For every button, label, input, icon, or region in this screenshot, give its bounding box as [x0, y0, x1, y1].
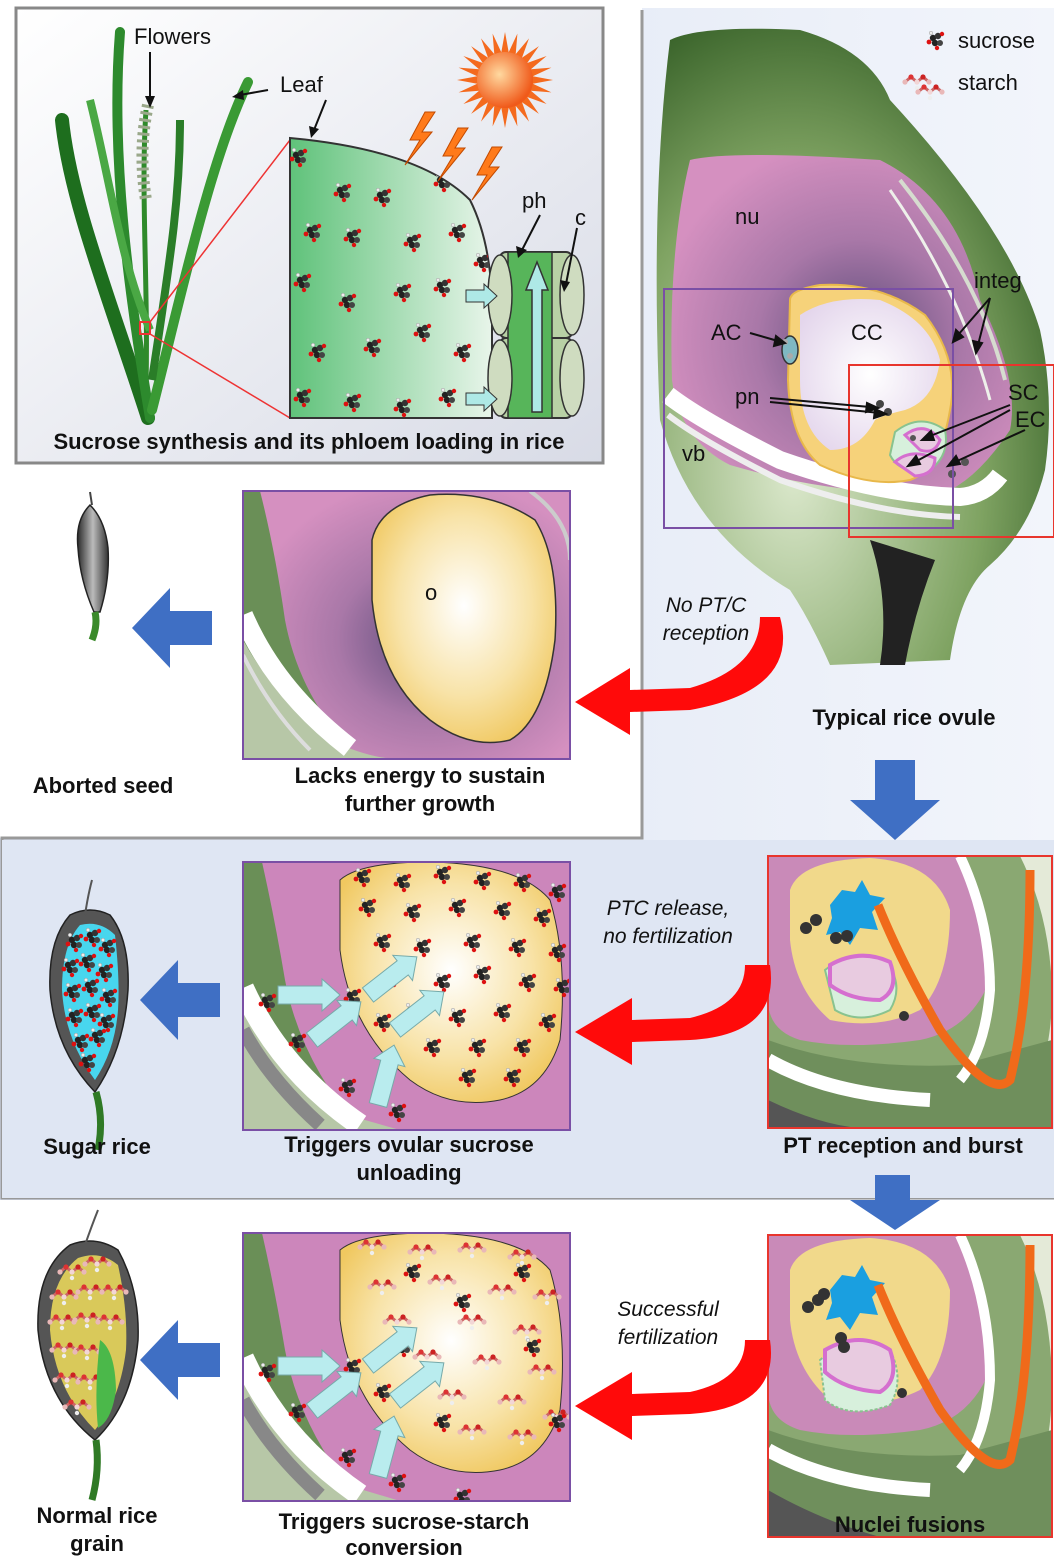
- nuclei-fusion-closeup: [768, 1235, 1052, 1537]
- fertilization-text-1: Successful: [617, 1296, 719, 1324]
- no-reception-text-2: reception: [663, 620, 749, 648]
- pt-reception-closeup: [768, 856, 1052, 1128]
- ovule-closeup-starch-conversion: [243, 1233, 572, 1507]
- synergid-cells-label: SC: [1008, 380, 1039, 406]
- normal-rice-grain-illustration: [38, 1210, 138, 1500]
- normal-grain-caption-2: grain: [70, 1530, 124, 1558]
- no-reception-text-1: No PT/C: [666, 592, 747, 620]
- leaf-label: Leaf: [280, 72, 323, 98]
- normal-middle-caption-2: conversion: [345, 1534, 462, 1562]
- fertilization-text-2: fertilization: [618, 1324, 718, 1352]
- central-cell-label: CC: [851, 320, 883, 346]
- sun-icon: [457, 32, 553, 128]
- ovule-closeup-no-reception: [243, 491, 570, 759]
- antipodal-cells-label: AC: [711, 320, 742, 346]
- sugar-middle-caption-2: unloading: [356, 1159, 461, 1187]
- sugar-middle-caption-1: Triggers ovular sucrose: [284, 1131, 533, 1159]
- ptc-release-text-1: PTC release,: [607, 895, 730, 923]
- pt-reception-caption: PT reception and burst: [783, 1132, 1023, 1160]
- normal-middle-caption-1: Triggers sucrose-starch: [279, 1508, 530, 1536]
- nucellus-label: nu: [735, 204, 759, 230]
- aborted-middle-caption-2: further growth: [345, 790, 495, 818]
- polar-nuclei-label: pn: [735, 384, 759, 410]
- companion-cell-label: c: [575, 205, 586, 231]
- phloem-label: ph: [522, 188, 546, 214]
- ovule-center-label: o: [425, 580, 437, 606]
- legend-sucrose-label: sucrose: [958, 28, 1035, 54]
- aborted-middle-caption-1: Lacks energy to sustain: [295, 762, 546, 790]
- integument-label: integ: [974, 268, 1022, 294]
- normal-grain-caption-1: Normal rice: [36, 1502, 157, 1530]
- blue-arrow-normal: [140, 1320, 220, 1400]
- leaf-panel-caption: Sucrose synthesis and its phloem loading…: [53, 428, 564, 456]
- red-arrow-normal: [575, 1340, 771, 1440]
- sugar-rice-caption: Sugar rice: [43, 1133, 151, 1161]
- legend-starch-label: starch: [958, 70, 1018, 96]
- aborted-seed-caption: Aborted seed: [33, 772, 174, 800]
- nuclei-fusion-caption: Nuclei fusions: [835, 1511, 985, 1539]
- egg-cell-label: EC: [1015, 407, 1046, 433]
- ptc-release-text-2: no fertilization: [603, 923, 733, 951]
- flowers-label: Flowers: [134, 24, 211, 50]
- vascular-bundle-label: vb: [682, 441, 705, 467]
- typical-ovule-caption: Typical rice ovule: [812, 704, 995, 732]
- ovule-closeup-sucrose-unloading: [243, 862, 571, 1130]
